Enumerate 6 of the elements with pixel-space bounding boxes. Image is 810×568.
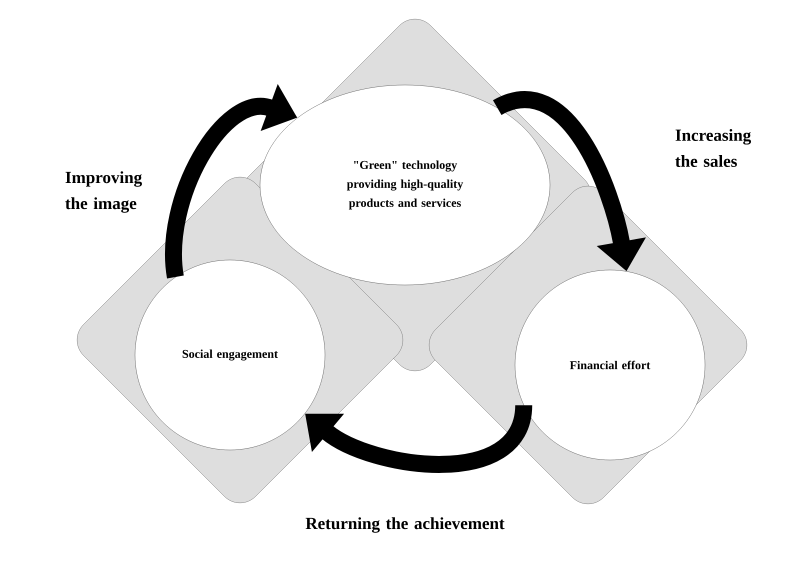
circle-node: Social engagement: [134, 260, 326, 450]
circle-node: Financial effort: [514, 270, 706, 460]
edge-label: Improving the image: [65, 171, 142, 213]
ellipse-node: "Green" technology providing high-quality products and services: [260, 84, 550, 286]
edge-label: Returning the achievement: [306, 517, 505, 533]
edge-label: Increasing the sales: [675, 129, 752, 167]
